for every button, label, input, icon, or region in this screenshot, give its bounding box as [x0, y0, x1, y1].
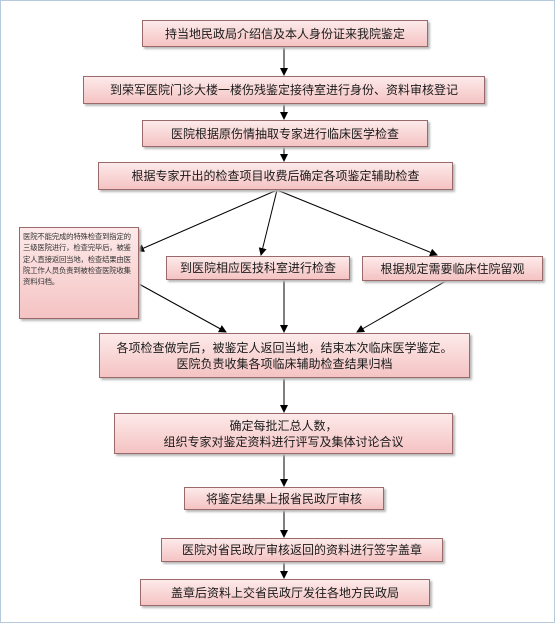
step-5-line-1: 各项检查做完后，被鉴定人返回当地，结束本次临床医学鉴定。	[116, 340, 453, 355]
arrow-s4-right	[276, 189, 438, 257]
step-7-label: 将鉴定结果上报省民政厅审核	[205, 491, 362, 506]
branch-mid-box: 到医院相应医技科室进行检查	[166, 256, 350, 280]
step-9-box: 盖章后资料上交省民政厅发往各地方民政局	[140, 579, 430, 606]
step-8-box: 医院对省民政厅审核返回的资料进行签字盖章	[161, 538, 443, 562]
arrow-note-s5	[138, 283, 227, 333]
branch-right-label: 根据规定需要临床住院留观	[380, 261, 525, 276]
step-1-box: 持当地民政局介绍信及本人身份证来我院鉴定	[142, 20, 428, 47]
step-6-line-1: 确定每批汇总人数，	[229, 418, 338, 433]
step-2-label: 到荣军医院门诊大楼一楼伤残鉴定接待室进行身份、资料审核登记	[109, 83, 458, 97]
step-3-box: 医院根据原伤情抽取专家进行临床医学检查	[142, 120, 428, 147]
branch-mid-label: 到医院相应医技科室进行检查	[179, 261, 336, 275]
arrow-right-s5	[356, 280, 447, 333]
step-2-box: 到荣军医院门诊大楼一楼伤残鉴定接待室进行身份、资料审核登记	[83, 76, 485, 104]
step-4-label: 根据专家开出的检查项目收费后确定各项鉴定辅助检查	[131, 169, 420, 183]
step-4-box: 根据专家开出的检查项目收费后确定各项鉴定辅助检查	[98, 162, 453, 190]
step-9-label: 盖章后资料上交省民政厅发往各地方民政局	[170, 585, 399, 600]
step-6-box: 确定每批汇总人数， 组织专家对鉴定资料进行评写及集体讨论合议	[114, 413, 453, 454]
step-3-label: 医院根据原伤情抽取专家进行临床医学检查	[170, 126, 399, 141]
step-8-label: 医院对省民政厅审核返回的资料进行签字盖章	[181, 543, 422, 557]
branch-right-box: 根据规定需要临床住院留观	[362, 256, 543, 281]
step-7-box: 将鉴定结果上报省民政厅审核	[184, 487, 384, 510]
step-1-label: 持当地民政局介绍信及本人身份证来我院鉴定	[164, 26, 405, 41]
arrow-s4-note	[136, 189, 278, 252]
branch-note-text: 医院不能完成的特殊检查到指定的三级医院进行，检查完毕后，被鉴定人直接返回当地，检…	[23, 232, 131, 287]
arrow-s4-mid	[258, 189, 278, 256]
step-5-line-2: 医院负责收集各项临床辅助检查结果归档	[176, 356, 393, 371]
step-5-box: 各项检查做完后，被鉴定人返回当地，结束本次临床医学鉴定。 医院负责收集各项临床辅…	[99, 333, 470, 378]
step-6-line-2: 组织专家对鉴定资料进行评写及集体讨论合议	[163, 434, 404, 449]
branch-note-box: 医院不能完成的特殊检查到指定的三级医院进行，检查完毕后，被鉴定人直接返回当地，检…	[19, 227, 139, 319]
